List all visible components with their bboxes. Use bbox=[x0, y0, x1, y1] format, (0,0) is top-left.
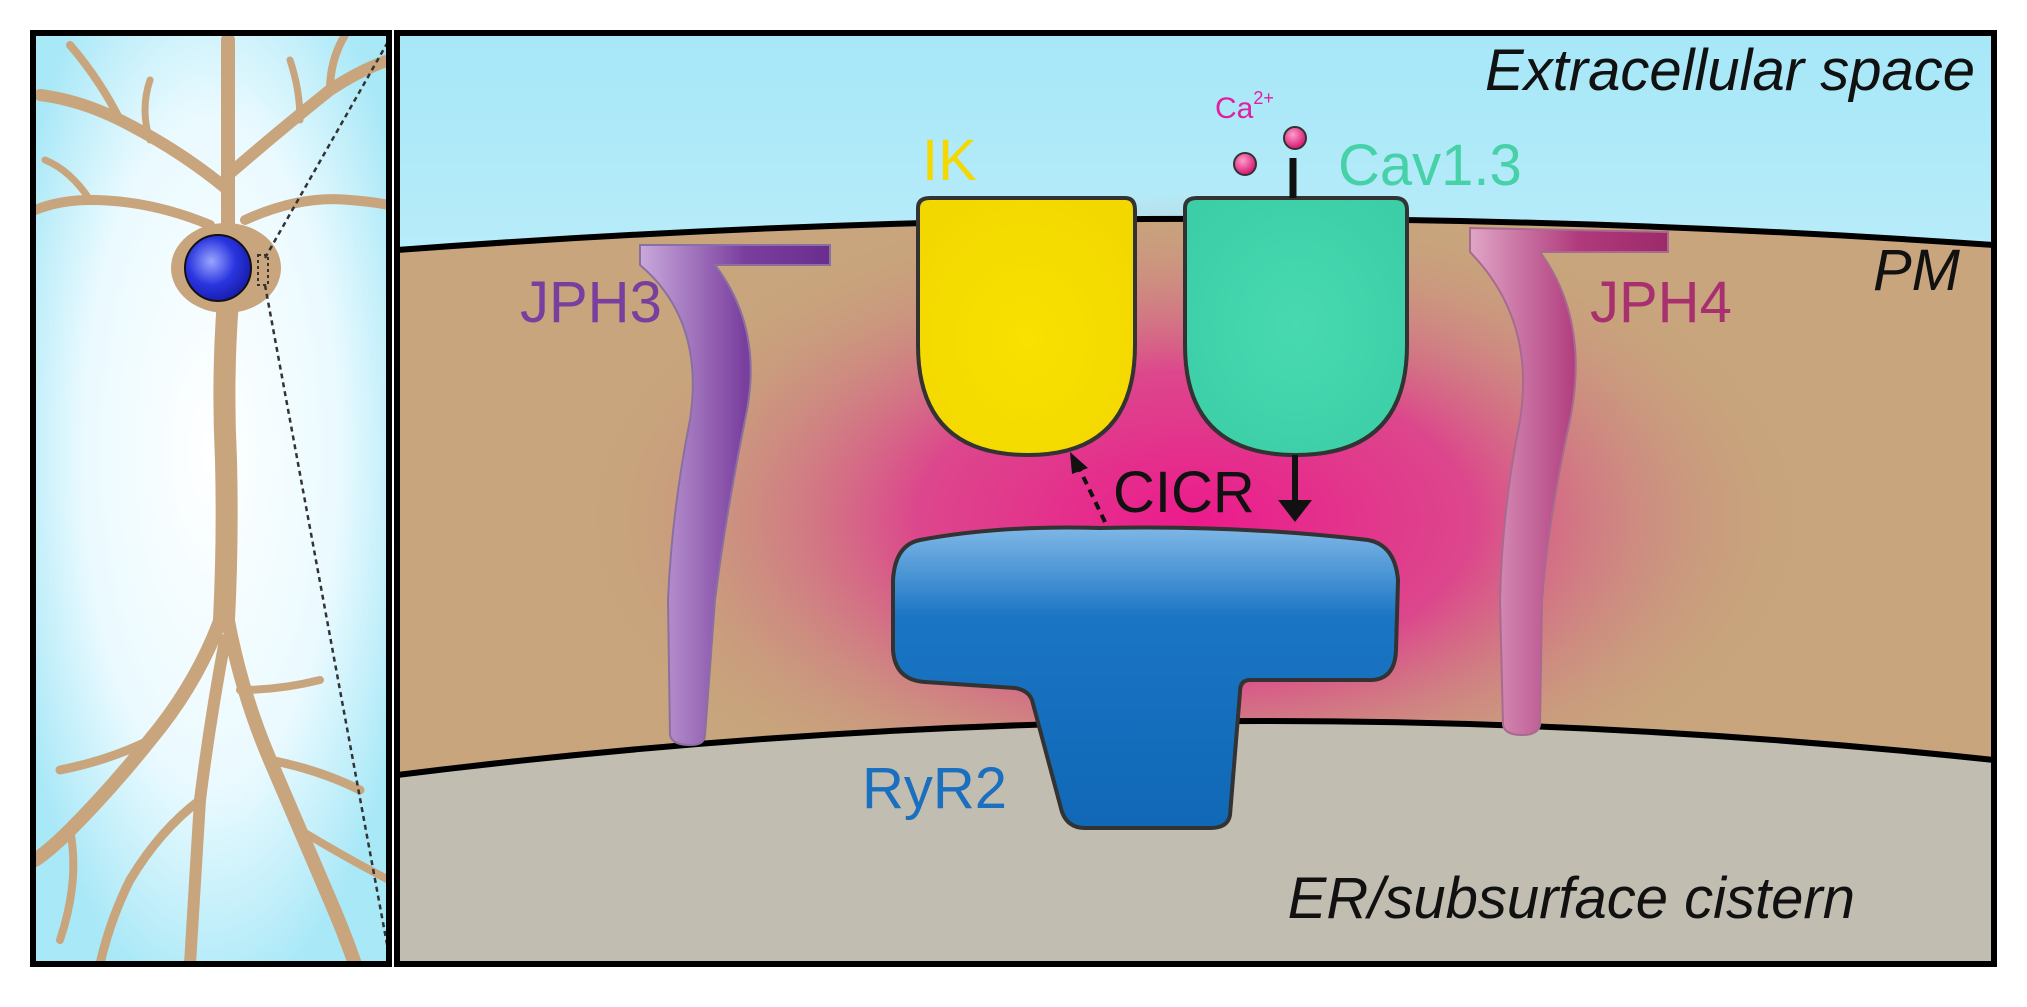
zoom-line-top bbox=[263, 39, 389, 259]
calcium-ion-icon bbox=[1283, 126, 1307, 150]
neuron-nucleus bbox=[184, 234, 252, 302]
er-label: ER/subsurface cistern bbox=[1288, 866, 1855, 931]
junction-panel: Extracellular space PM ER/subsurface cis… bbox=[397, 33, 1994, 964]
cav13-label: Cav1.3 bbox=[1338, 133, 1522, 198]
cicr-label: CICR bbox=[1113, 460, 1255, 525]
calcium-ion-icon bbox=[1233, 152, 1257, 176]
jph4-label: JPH4 bbox=[1590, 270, 1732, 335]
cicr-dashed-arrow bbox=[1078, 469, 1107, 523]
calcium-label: Ca2+ bbox=[1215, 88, 1274, 125]
ik-channel bbox=[916, 196, 1137, 458]
extracellular-label: Extracellular space bbox=[1485, 38, 1975, 103]
zoom-line-bottom bbox=[263, 284, 389, 956]
junction-panel-border bbox=[394, 30, 1997, 967]
ryr2-label: RyR2 bbox=[862, 756, 1007, 821]
jph4-protein bbox=[1469, 226, 1669, 737]
neuron-panel-border bbox=[30, 30, 392, 967]
pm-label: PM bbox=[1873, 238, 1961, 303]
neuron-icon bbox=[33, 33, 389, 964]
zoom-box bbox=[257, 254, 269, 286]
cav-to-ryr2-arrow-head bbox=[1278, 500, 1312, 522]
cav13-channel bbox=[1183, 196, 1409, 458]
jph3-label: JPH3 bbox=[520, 270, 662, 335]
jph3-protein bbox=[639, 244, 831, 747]
ryr2-channel bbox=[891, 525, 1401, 830]
cicr-arrow-head bbox=[1070, 452, 1088, 474]
er-region bbox=[397, 720, 1994, 964]
neuron-panel bbox=[33, 33, 389, 964]
ik-label: IK bbox=[922, 128, 977, 193]
